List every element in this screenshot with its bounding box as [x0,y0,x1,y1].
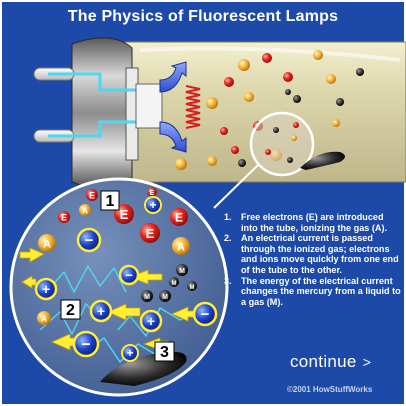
step-text: The energy of the electrical current cha… [241,275,401,307]
flow-arrow-icon [159,61,187,93]
wire [48,72,160,92]
svg-text:E: E [146,226,155,241]
svg-text:M: M [162,294,168,301]
steps-list: 1.Free electrons (E) are introduced into… [224,212,402,307]
electron-particle: E E E E E E [58,187,188,243]
step-marker: 2 [60,299,81,320]
svg-text:A: A [82,207,88,216]
step-text: An electrical current is passed through … [241,233,399,275]
svg-text:E: E [61,213,67,223]
magnifier-circle-icon [249,111,315,177]
step-marker: 3 [154,341,175,362]
electrode-holder [135,83,163,129]
negative-ion: − − − − [72,227,218,358]
page-title: The Physics of Fluorescent Lamps [67,8,339,25]
svg-text:E: E [120,207,129,222]
chevron-right-icon: > [362,354,372,370]
step-item: 1.Free electrons (E) are introduced into… [224,212,387,233]
svg-text:−: − [125,268,133,283]
svg-text:M: M [179,268,185,275]
mercury-droplet-icon [300,151,345,170]
flow-arrow-icon [159,121,187,153]
continue-label: continue [290,352,357,371]
copyright-text: ©2001 HowStuffWorks [287,385,373,394]
svg-text:1: 1 [106,193,115,210]
svg-text:A: A [43,239,51,251]
wire [48,120,160,138]
svg-text:A: A [41,315,47,324]
tube-highlight [139,46,401,62]
step-text: Free electrons (E) are introduced into t… [241,212,387,233]
svg-text:+: + [42,281,50,297]
svg-text:A: A [177,242,185,254]
magnifier-connector [213,164,259,209]
step-marker: 1 [100,190,120,211]
svg-text:−: − [81,337,90,354]
step-item: 2.An electrical current is passed throug… [224,233,399,275]
svg-text:+: + [147,313,155,329]
mercury-particle: M M M M M [141,264,197,302]
atom-particle: A A A A [37,204,190,325]
svg-text:E: E [89,191,95,201]
svg-text:+: + [126,346,133,360]
svg-text:+: + [97,303,105,319]
magnifier-particles [265,122,299,163]
svg-text:M: M [172,281,177,287]
step-item: 3.The energy of the electrical current c… [224,275,401,307]
svg-text:M: M [144,294,150,301]
end-cap-icon [71,37,133,190]
continue-button[interactable]: continue > [290,352,371,372]
svg-text:3: 3 [160,344,169,361]
svg-text:−: − [201,306,210,323]
heater-filament-icon [185,85,201,129]
svg-text:E: E [150,190,155,197]
positive-ion: + + + + + [34,196,163,362]
svg-text:E: E [175,211,183,225]
svg-text:+: + [149,198,156,212]
svg-text:−: − [85,232,94,249]
svg-text:M: M [190,285,195,291]
svg-text:2: 2 [66,302,75,319]
